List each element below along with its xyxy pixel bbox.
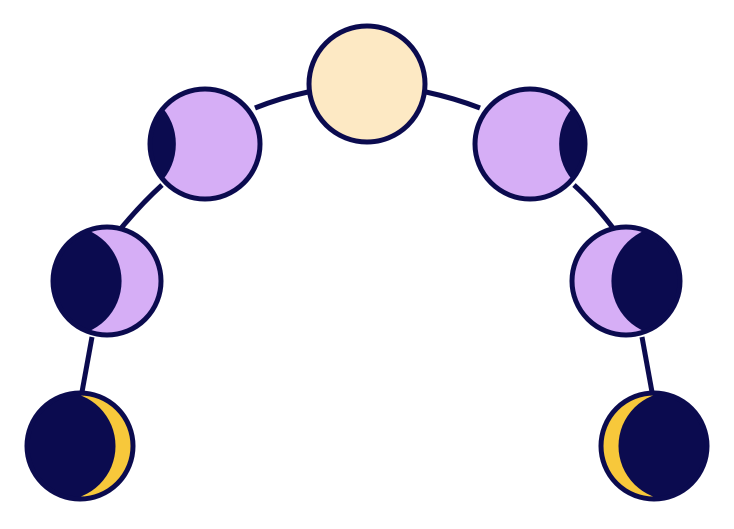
moon-terminator-shadow [27, 393, 116, 499]
moon-terminator-shadow [618, 393, 707, 499]
arc-line [572, 183, 619, 234]
moon-outline [50, 224, 164, 338]
full-moon-icon [306, 23, 428, 145]
moon-outline [598, 390, 710, 502]
moon-terminator-shadow [150, 89, 176, 199]
waning-crescent-moon-icon [598, 390, 710, 502]
moon-lit [475, 89, 585, 199]
first-quarter-moon-icon [50, 224, 164, 338]
moon-terminator-shadow [611, 227, 680, 335]
waxing-gibbous-moon-icon [147, 86, 263, 202]
moon-outline [569, 224, 683, 338]
arc-line [639, 336, 655, 393]
arc-line [425, 89, 481, 111]
moon-lit [150, 89, 260, 199]
moon-outline [147, 86, 263, 202]
arc-line [116, 183, 164, 234]
moon-outline [472, 86, 588, 202]
moon-disc [309, 26, 425, 142]
last-quarter-moon-icon [569, 224, 683, 338]
moon-outline [306, 23, 428, 145]
arc-line [254, 89, 309, 111]
waning-gibbous-moon-icon [472, 86, 588, 202]
moon-outline [24, 390, 136, 502]
waxing-crescent-moon-icon [24, 390, 136, 502]
arc-line [79, 336, 95, 393]
moon-terminator-shadow [53, 227, 122, 335]
moon-terminator-shadow [559, 89, 585, 199]
